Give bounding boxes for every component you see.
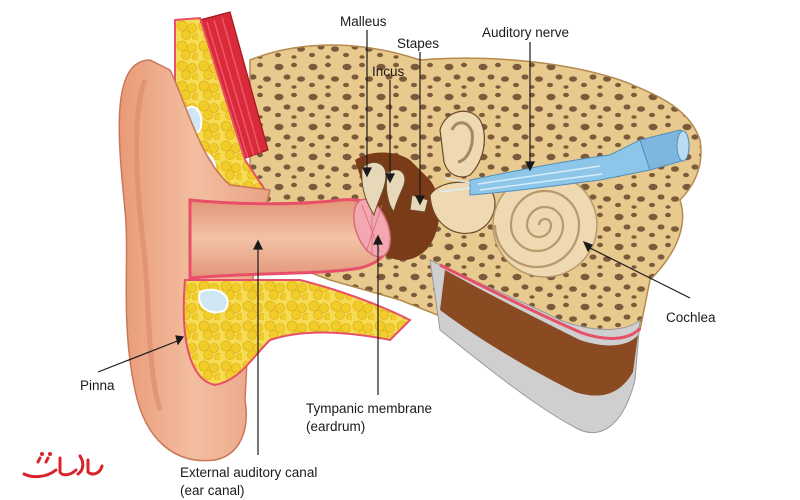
semicircular-canals — [439, 110, 485, 178]
leader-lines — [97, 30, 691, 455]
lower-brown-layer — [440, 270, 638, 396]
pinna-leader — [97, 339, 181, 373]
cochlea-leader — [587, 246, 691, 299]
auditory-nerve-shape — [439, 129, 690, 196]
label-incus: Incus — [372, 64, 405, 79]
label-cochlea: Cochlea — [666, 310, 716, 325]
label-stapes: Stapes — [397, 36, 440, 51]
label-eardrum: (eardrum) — [306, 419, 366, 434]
brand-logo-watermark — [22, 452, 104, 479]
label-external-auditory-canal: External auditory canal — [180, 465, 318, 480]
label-tympanic-membrane: Tympanic membrane — [306, 401, 433, 416]
fat-lower — [182, 279, 412, 387]
lower-pink-line — [439, 263, 642, 340]
vestibule — [429, 181, 496, 234]
label-ear-canal: (ear canal) — [180, 483, 245, 498]
label-auditory-nerve: Auditory nerve — [482, 25, 570, 40]
label-malleus: Malleus — [340, 14, 387, 29]
cochlea-shape — [492, 172, 598, 278]
label-pinna: Pinna — [80, 378, 115, 393]
